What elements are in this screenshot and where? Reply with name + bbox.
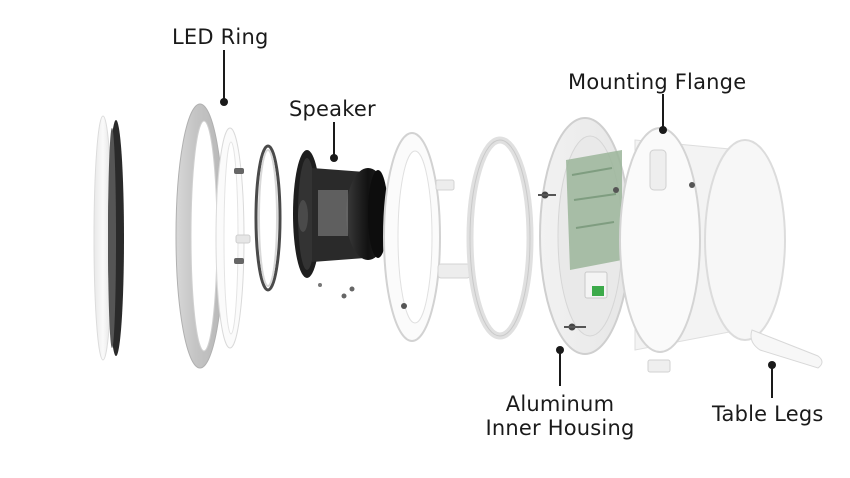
aluminum-inner-housing-part bbox=[538, 117, 631, 355]
leader-lines bbox=[220, 50, 776, 398]
seal-ring-part bbox=[466, 136, 534, 340]
front-grille-part bbox=[93, 115, 124, 361]
table-leg-part bbox=[750, 329, 823, 369]
mounting-plate-part bbox=[383, 132, 471, 342]
gasket-ring-part bbox=[254, 144, 282, 292]
mounting-flange-label: Mounting Flange bbox=[568, 70, 747, 94]
speaker-part bbox=[293, 150, 390, 299]
table-legs-label: Table Legs bbox=[712, 402, 824, 426]
aluminum-inner-housing-label-line1: Aluminum bbox=[505, 392, 615, 416]
aluminum-inner-housing-label: Aluminum Inner Housing bbox=[463, 392, 657, 440]
led-ring-label: LED Ring bbox=[172, 25, 269, 49]
mounting-flange-part bbox=[613, 127, 786, 373]
speaker-label: Speaker bbox=[289, 97, 376, 121]
led-ring-part bbox=[175, 103, 251, 369]
aluminum-inner-housing-label-line2: Inner Housing bbox=[485, 416, 635, 440]
